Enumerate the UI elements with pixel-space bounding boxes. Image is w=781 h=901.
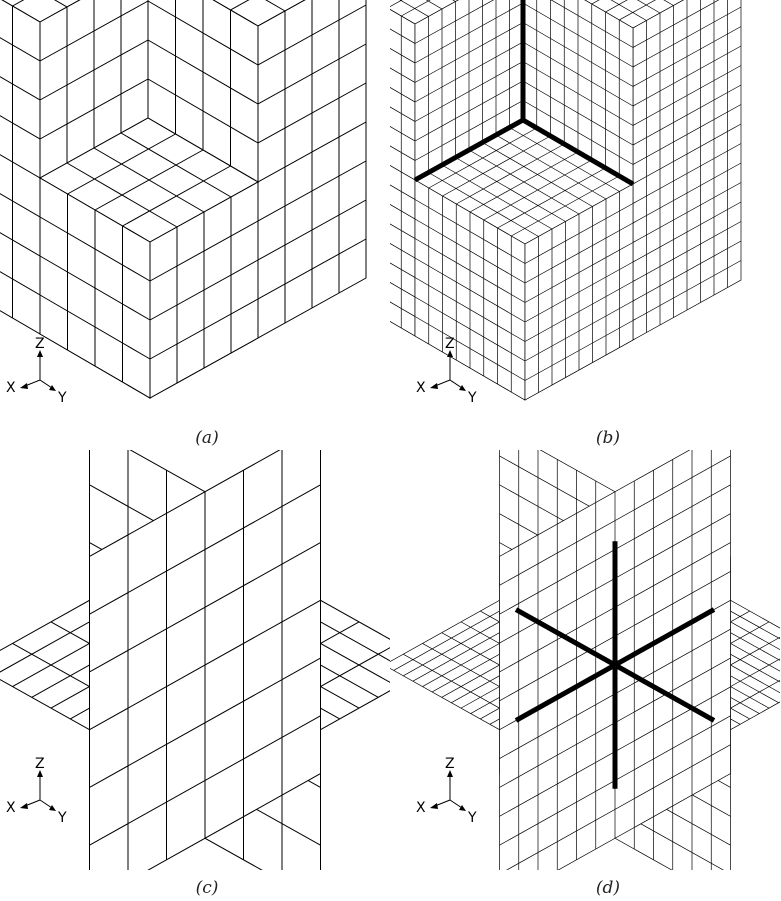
axis-triad: Z X Y	[6, 336, 67, 406]
axis-z-label: Z	[35, 756, 45, 772]
caption-c: (c)	[195, 878, 219, 898]
caption-d: (d)	[595, 878, 621, 898]
axis-y-label: Y	[57, 390, 67, 406]
axis-triad: Z X Y	[416, 336, 477, 406]
axis-y-label: Y	[467, 390, 477, 406]
mesh-cube-refined	[390, 0, 742, 401]
refinement-lines	[413, 0, 635, 187]
panel-b: Z X Y (b)	[390, 0, 780, 450]
mesh-planes-coarse	[0, 450, 390, 870]
mesh-face	[149, 181, 259, 399]
mesh-cube-coarse	[0, 0, 367, 399]
mesh-face	[89, 450, 321, 870]
axis-x-label: X	[416, 380, 426, 396]
panel-a: Z X Y (a)	[0, 0, 390, 450]
axis-z-label: Z	[35, 336, 45, 352]
panel-c: Z X Y (c)	[0, 450, 390, 900]
axis-triad: Z X Y	[416, 756, 477, 826]
refinement-lines	[514, 541, 716, 789]
axis-y-label: Y	[467, 810, 477, 826]
axis-x-label: X	[6, 380, 16, 396]
panel-d: Z X Y (d)	[390, 450, 780, 900]
axis-z-label: Z	[445, 756, 455, 772]
axis-x-label: X	[6, 800, 16, 816]
axis-triad: Z X Y	[6, 756, 67, 826]
axis-x-label: X	[416, 800, 426, 816]
caption-a: (a)	[195, 428, 219, 448]
axis-y-label: Y	[57, 810, 67, 826]
axis-z-label: Z	[445, 336, 455, 352]
caption-b: (b)	[595, 428, 621, 448]
mesh-planes-refined	[390, 450, 780, 870]
mesh-face	[414, 179, 526, 401]
